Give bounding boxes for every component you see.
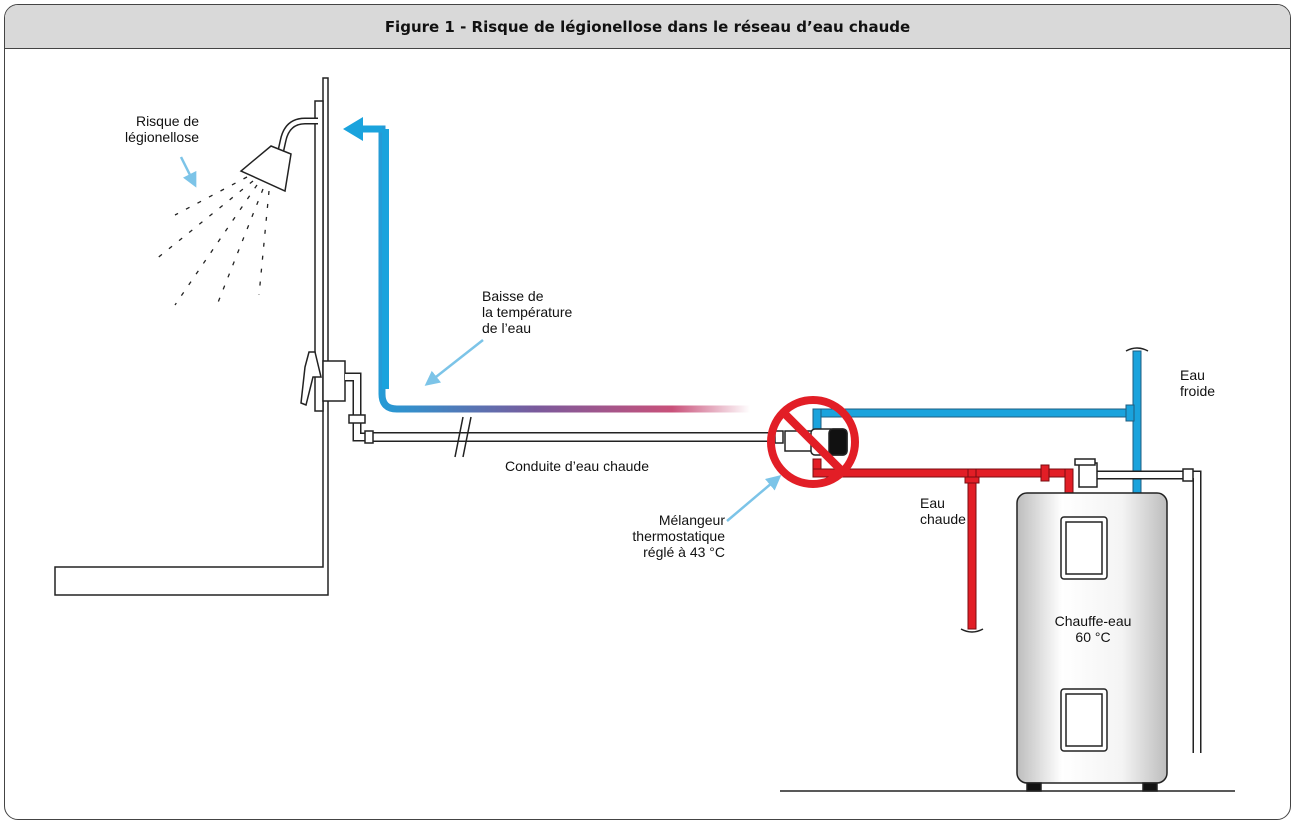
figure-title: Figure 1 - Risque de légionellose dans l… [384,17,911,36]
figure-frame: Figure 1 - Risque de légionellose dans l… [4,4,1291,820]
hot-water-line-label: Conduite d’eau chaude [505,458,650,474]
shower-head-icon [239,117,318,193]
heater-label: Chauffe-eau 60 °C [1054,613,1132,645]
water-heater-tank [1016,492,1168,792]
water-spray [154,176,270,306]
prohibited-sign-icon [767,396,859,488]
legionella-risk-label: Risque de légionellose [125,113,199,145]
cold-water-label: Eau froide [1180,367,1216,399]
relief-valve-line [1074,458,1202,753]
temperature-drop-label: Baisse de la température de l’eau [482,288,573,336]
hot-water-label: Eau chaude [920,495,966,527]
thermostatic-mixer-label: Mélangeur thermostatique réglé à 43 °C [632,512,725,560]
plumbing-diagram [54,77,1235,792]
hot-water-pipe [812,458,1074,633]
pointer-arrows [179,156,782,522]
shower-wall [54,77,329,596]
temperature-drop-arrow [343,117,750,413]
pipe-break-mark [454,416,472,458]
hot-water-supply-line [345,372,784,444]
shower-valve-icon [300,351,346,407]
title-bar: Figure 1 - Risque de légionellose dans l… [5,5,1290,49]
